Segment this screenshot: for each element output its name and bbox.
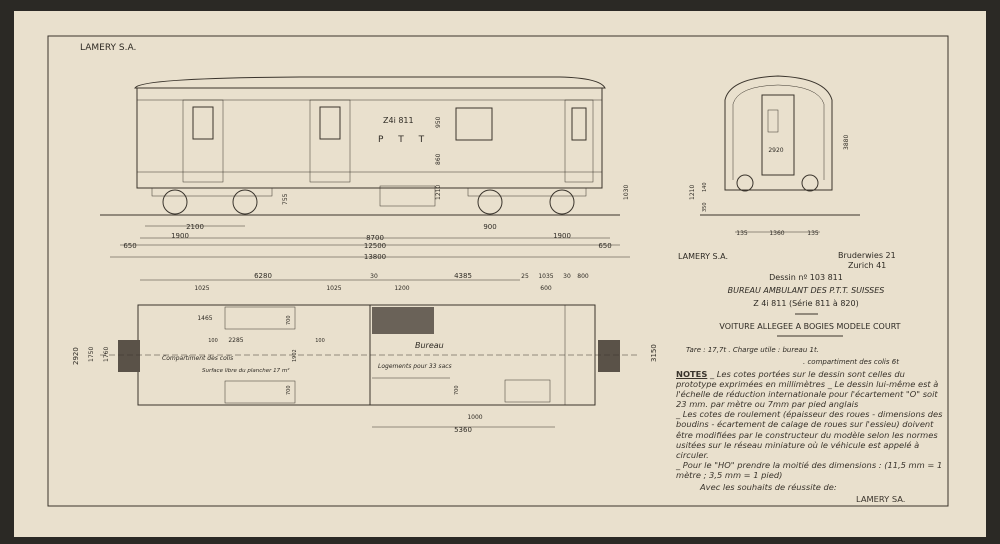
svg-text:Z4i 811: Z4i 811	[383, 116, 414, 125]
svg-text:P T T: P T T	[378, 135, 430, 145]
svg-text:LAMERY S.A.: LAMERY S.A.	[678, 252, 728, 261]
note-3: _ Pour le "HO" prendre la moitié des dim…	[676, 459, 943, 480]
svg-text:2920: 2920	[768, 147, 783, 154]
svg-text:13800: 13800	[364, 253, 386, 261]
svg-text:950: 950	[435, 116, 442, 128]
svg-text:Compartiment des colis: Compartiment des colis	[162, 355, 233, 362]
end-elevation: 2920 3880 1210 350 140 135 1360 135	[689, 75, 860, 237]
svg-text:600: 600	[540, 285, 552, 292]
svg-text:Bruderwies 21: Bruderwies 21	[838, 251, 896, 260]
svg-text:900: 900	[483, 223, 496, 231]
svg-text:1902: 1902	[292, 349, 298, 362]
svg-text:1025: 1025	[326, 285, 341, 292]
svg-text:135: 135	[807, 230, 819, 237]
note-1: NOTES _ Les cotes portées sur le dessin …	[676, 369, 939, 410]
svg-text:135: 135	[736, 230, 748, 237]
svg-text:Zurich 41: Zurich 41	[848, 261, 886, 270]
svg-text:1900: 1900	[171, 232, 189, 240]
svg-text:Bureau: Bureau	[415, 341, 444, 350]
svg-text:140: 140	[702, 182, 708, 192]
svg-text:1210: 1210	[435, 185, 442, 200]
svg-text:1035: 1035	[538, 273, 553, 280]
svg-text:3150: 3150	[650, 344, 658, 362]
svg-text:1200: 1200	[394, 285, 409, 292]
svg-text:6280: 6280	[254, 272, 272, 280]
notes: NOTES _ Les cotes portées sur le dessin …	[676, 369, 946, 504]
svg-text:2920: 2920	[72, 347, 80, 365]
svg-text:650: 650	[598, 242, 611, 250]
svg-text:8700: 8700	[366, 234, 384, 242]
svg-text:1465: 1465	[197, 315, 212, 322]
svg-text:25: 25	[521, 273, 529, 280]
svg-text:Surface libre du plancher 17 m: Surface libre du plancher 17 m²	[202, 367, 290, 374]
side-elevation: Z4i 811 P T T 2100 1900 8700 900 1900 65…	[100, 76, 630, 261]
svg-text:1000: 1000	[467, 414, 482, 421]
svg-text:700: 700	[286, 385, 292, 395]
svg-text:Tare : 17,7t . Charge utile :: Tare : 17,7t . Charge utile : bureau 1t.	[686, 346, 819, 354]
svg-text:5360: 5360	[454, 426, 472, 434]
svg-text:4385: 4385	[454, 272, 472, 280]
svg-text:VOITURE ALLEGEE A BOGIES MODEL: VOITURE ALLEGEE A BOGIES MODELE COURT	[719, 322, 900, 331]
drawing-paper	[14, 11, 986, 537]
svg-text:Z 4i 811 (Série 811 à 820): Z 4i 811 (Série 811 à 820)	[753, 298, 858, 308]
title-block: LAMERY S.A. Bruderwies 21 Zurich 41 Dess…	[678, 251, 901, 366]
svg-text:30: 30	[370, 273, 378, 280]
svg-text:800: 800	[577, 273, 589, 280]
svg-text:860: 860	[435, 153, 442, 165]
svg-text:1360: 1360	[769, 230, 784, 237]
closing: Avec les souhaits de réussite de:	[700, 482, 837, 493]
svg-text:1750: 1750	[88, 347, 95, 362]
drawing-frame	[47, 35, 949, 507]
svg-text:BUREAU AMBULANT DES P.T.T. SUI: BUREAU AMBULANT DES P.T.T. SUISSES	[728, 286, 885, 295]
svg-text:2100: 2100	[186, 223, 204, 231]
svg-text:100: 100	[208, 338, 218, 344]
svg-text:1210: 1210	[689, 185, 696, 200]
svg-text:1760: 1760	[103, 347, 110, 362]
svg-text:755: 755	[282, 193, 289, 205]
svg-text:1025: 1025	[194, 285, 209, 292]
svg-text:1900: 1900	[553, 232, 571, 240]
svg-text:2285: 2285	[228, 337, 243, 344]
svg-text:3880: 3880	[843, 135, 850, 150]
svg-text:Dessin nº 103 811: Dessin nº 103 811	[769, 273, 843, 282]
svg-text:Logements pour 33 sacs: Logements pour 33 sacs	[378, 363, 452, 370]
svg-text:700: 700	[454, 385, 460, 395]
company-top: LAMERY S.A.	[80, 43, 136, 53]
svg-text:350: 350	[702, 202, 708, 212]
svg-text:650: 650	[123, 242, 136, 250]
svg-text:1030: 1030	[623, 185, 630, 200]
note-2: _ Les cotes de roulement (épaisseur des …	[676, 409, 943, 460]
svg-text:. compartiment des colis 6t: . compartiment des colis 6t	[803, 358, 899, 366]
svg-text:30: 30	[563, 273, 571, 280]
svg-text:100: 100	[315, 338, 325, 344]
svg-text:700: 700	[286, 315, 292, 325]
floor-plan: 6280 30 4385 25 1035 30 800 1025 1025 12…	[72, 272, 658, 434]
signature: LAMERY SA.	[856, 494, 906, 505]
svg-text:12500: 12500	[364, 242, 386, 250]
